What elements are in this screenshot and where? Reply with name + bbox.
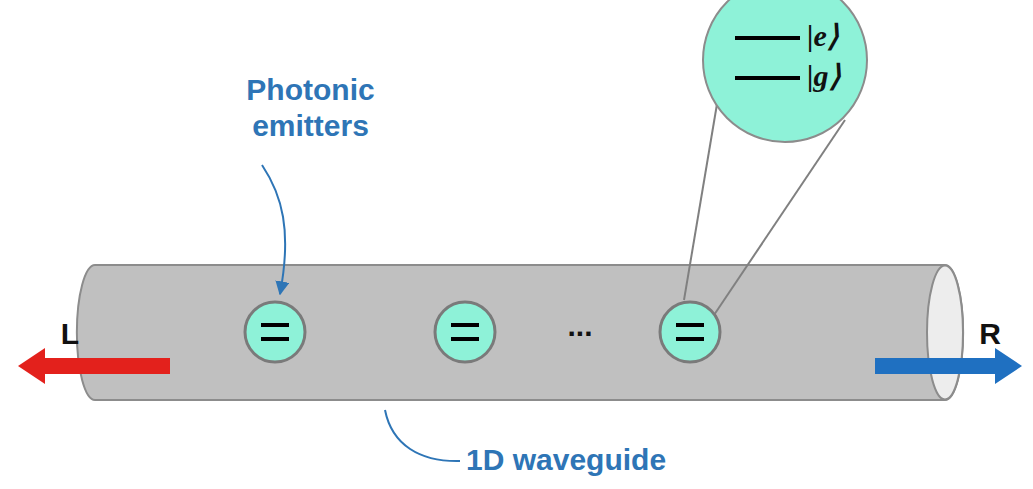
state-label: |e⟩	[807, 18, 839, 53]
zoom-circle: |e⟩ |g⟩	[701, 0, 869, 144]
callout-label: Photonic emitters	[228, 72, 393, 144]
end-label: L	[55, 316, 85, 352]
zoom-outline	[701, 0, 869, 144]
waveguide-body	[77, 265, 963, 400]
right-arrow	[875, 348, 1022, 384]
callout-line	[385, 410, 460, 461]
state-label: |g⟩	[807, 58, 841, 93]
emitter-symbol	[660, 302, 720, 362]
end-label: R	[975, 316, 1005, 352]
zoom-leader	[684, 104, 717, 300]
left-arrow	[18, 348, 170, 384]
waveguide-end	[927, 266, 963, 400]
callout-arrow	[262, 165, 285, 294]
emitter-symbol	[435, 302, 495, 362]
zoom-leader	[712, 120, 845, 318]
emitter-symbol	[245, 302, 305, 362]
callout-label: 1D waveguide	[466, 442, 786, 478]
ellipsis: ...	[558, 308, 602, 344]
